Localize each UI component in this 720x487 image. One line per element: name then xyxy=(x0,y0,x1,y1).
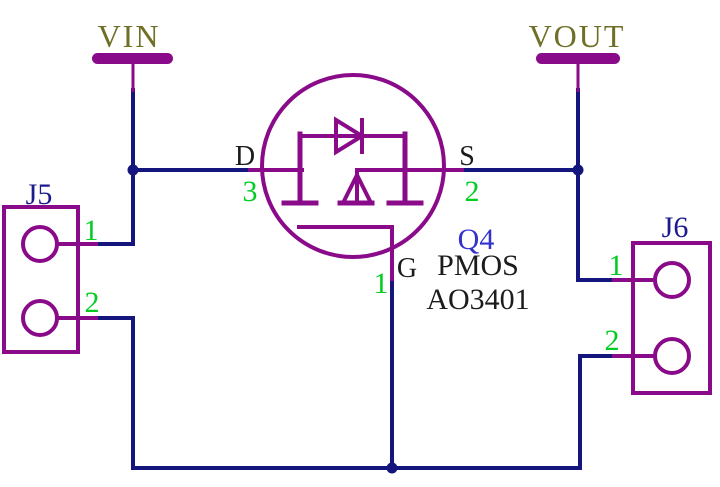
pin-name-source: S xyxy=(459,141,475,172)
body-diode-icon xyxy=(298,116,407,156)
pin-number-drain: 3 xyxy=(243,175,258,208)
pin-name-gate: G xyxy=(397,253,417,284)
gate-pin-line xyxy=(297,225,394,281)
wire-j5-pin2-bus-to-j6-pin2[interactable] xyxy=(92,316,619,470)
junction-dot xyxy=(572,164,584,176)
q4-designator-label[interactable]: Q4 xyxy=(458,223,495,256)
j5-pin1-number: 1 xyxy=(84,214,99,247)
j6-pin1-number: 1 xyxy=(609,249,624,282)
pin-name-drain: D xyxy=(235,141,255,172)
junction-dot xyxy=(386,462,398,474)
j5-pin2-circle xyxy=(21,299,59,337)
pin-number-source: 2 xyxy=(465,175,480,208)
vout-label: VOUT xyxy=(529,18,626,54)
pin-number-gate: 1 xyxy=(374,267,389,300)
q4-type-label[interactable]: PMOS xyxy=(437,249,519,282)
j6-designator-label[interactable]: J6 xyxy=(662,211,689,244)
j6-pin2-circle xyxy=(653,337,691,375)
j5-pin2-number: 2 xyxy=(85,286,100,319)
mosfet-body-circle xyxy=(260,73,446,259)
connector-j5[interactable]: J5 1 2 xyxy=(2,178,100,354)
power-bar-icon xyxy=(536,53,620,64)
substrate-arrow-icon xyxy=(339,168,375,205)
q4-part-label[interactable]: AO3401 xyxy=(426,283,529,316)
j6-pin1-circle xyxy=(653,261,691,299)
power-bar-icon xyxy=(92,53,173,64)
power-port-vout[interactable]: VOUT xyxy=(529,18,626,92)
j6-pin2-number: 2 xyxy=(605,324,620,357)
wire-vin-to-j5-pin1[interactable] xyxy=(92,168,135,246)
power-port-vin[interactable]: VIN xyxy=(92,18,173,92)
j6-body xyxy=(631,241,712,395)
transistor-q4[interactable]: D S G 3 2 1 Q4 PMOS AO3401 xyxy=(235,73,530,316)
j5-body xyxy=(2,205,80,354)
wires xyxy=(92,88,619,474)
wire-vout-to-j6-pin1[interactable] xyxy=(576,168,619,282)
junction-dot xyxy=(127,164,139,176)
connector-j6[interactable]: J6 1 2 xyxy=(605,211,712,395)
vin-label: VIN xyxy=(98,18,161,54)
j5-pin1-circle xyxy=(21,225,59,263)
